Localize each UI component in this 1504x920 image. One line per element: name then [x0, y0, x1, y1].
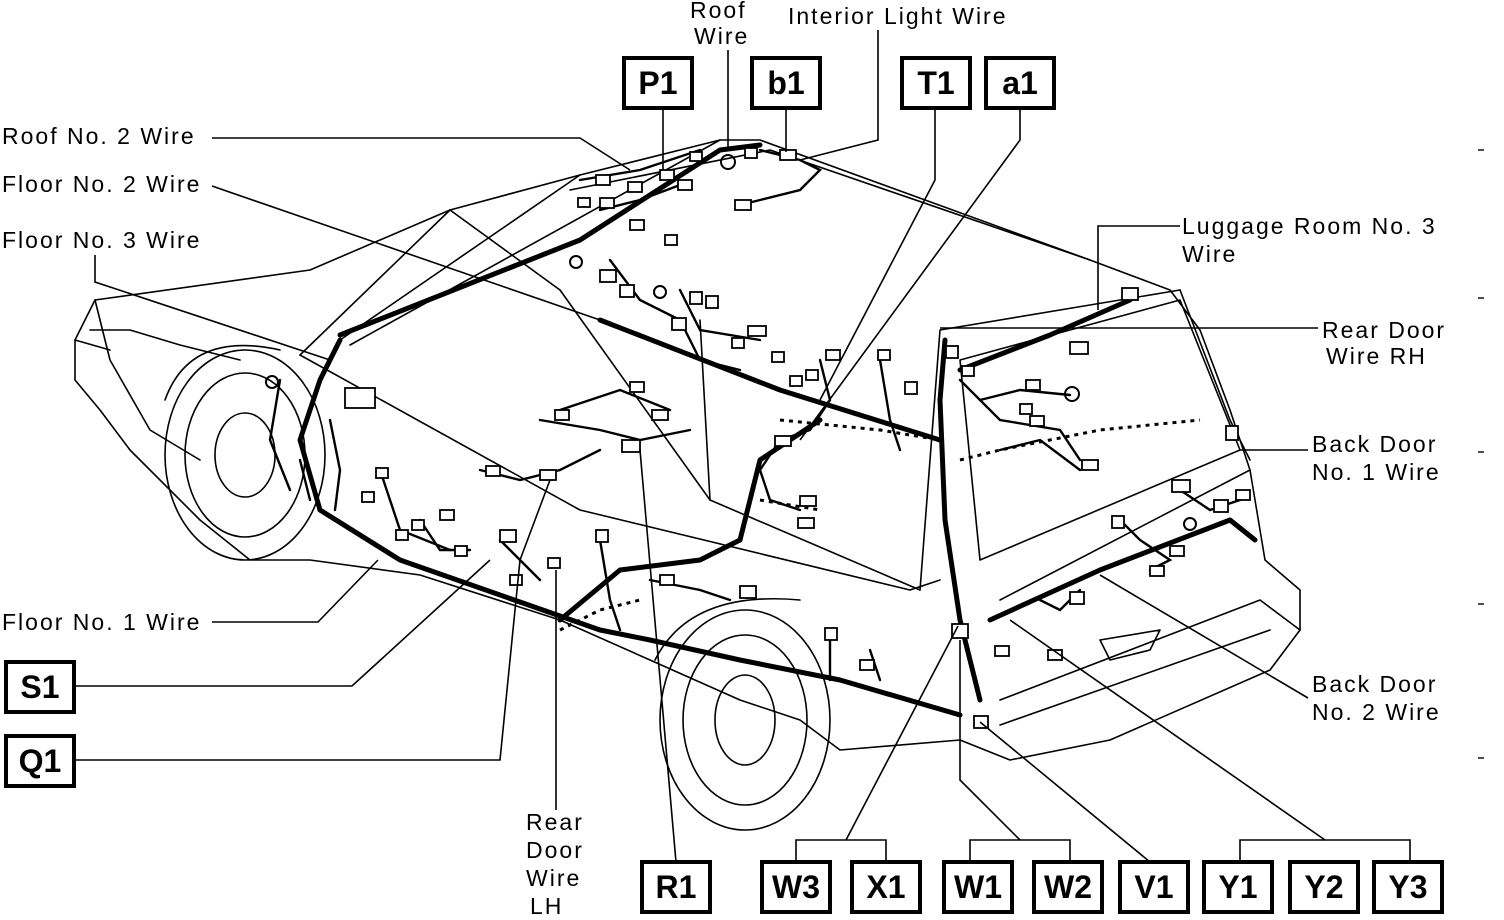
- label-interior-light-wire: Interior Light Wire: [788, 3, 1008, 29]
- label-luggage-room-no3-wire-2: Wire: [1182, 241, 1238, 267]
- label-back-door-no2-1: Back Door: [1312, 671, 1438, 697]
- connector-s1: S1: [4, 660, 76, 714]
- label-back-door-no1-1: Back Door: [1312, 431, 1438, 457]
- leader-back-door-no2: [1099, 574, 1309, 699]
- leader-v1: [979, 721, 1151, 863]
- leader-r1: [639, 449, 677, 863]
- label-rear-door-lh-1: Rear: [526, 809, 584, 835]
- car-body-outline: [74, 139, 1301, 761]
- connector-t1: T1: [900, 56, 972, 110]
- label-rear-door-rh-2: Wire RH: [1326, 343, 1427, 369]
- label-roof-no2-wire: Roof No. 2 Wire: [2, 123, 196, 149]
- leader-interior-light: [799, 30, 879, 161]
- label-floor-no3-wire: Floor No. 3 Wire: [2, 227, 202, 253]
- label-back-door-no1-2: No. 1 Wire: [1312, 459, 1441, 485]
- rear-pillar-run: [937, 337, 983, 703]
- connector-w3: W3: [760, 860, 832, 914]
- leader-a1: [799, 107, 1021, 441]
- connector-a1: a1: [984, 56, 1056, 110]
- label-floor-no2-wire: Floor No. 2 Wire: [2, 171, 202, 197]
- roof-wire-run: [337, 142, 763, 338]
- connector-y2: Y2: [1288, 860, 1360, 914]
- label-floor-no1-wire: Floor No. 1 Wire: [2, 609, 202, 635]
- label-luggage-room-no3-wire-1: Luggage Room No. 3: [1182, 213, 1437, 239]
- connector-w2: W2: [1032, 860, 1104, 914]
- leader-q1: [72, 479, 551, 761]
- connector-w1: W1: [942, 860, 1014, 914]
- label-roof-wire-2: Wire: [694, 23, 750, 49]
- back-door-run: [957, 297, 1133, 373]
- connector-v1: V1: [1118, 860, 1190, 914]
- connector-y3: Y3: [1372, 860, 1444, 914]
- connector-x1: X1: [850, 860, 922, 914]
- label-roof-wire-1: Roof: [690, 0, 747, 23]
- leader-roof-no2: [212, 137, 631, 171]
- label-rear-door-lh-4: LH: [530, 893, 564, 919]
- label-rear-door-rh-1: Rear Door: [1322, 317, 1447, 343]
- leader-w1-w2: [969, 839, 1071, 862]
- leader-floor-no1: [212, 559, 379, 623]
- leader-floor-no2: [211, 185, 601, 321]
- leader-s1: [72, 559, 491, 687]
- floor-no2-run: [597, 317, 943, 443]
- leader-y: [1239, 839, 1411, 862]
- connector-y1: Y1: [1202, 860, 1274, 914]
- leader-luggage-room: [1097, 225, 1180, 310]
- leader-w3-x1: [795, 839, 887, 862]
- connector-p1: P1: [622, 56, 694, 110]
- leader-t1: [819, 107, 936, 401]
- leader-floor-no3: [94, 255, 331, 361]
- label-rear-door-lh-3: Wire: [526, 865, 582, 891]
- floor-no1-run: [317, 507, 963, 718]
- connector-q1: Q1: [4, 734, 76, 788]
- label-back-door-no2-2: No. 2 Wire: [1312, 699, 1441, 725]
- back-door-lower-run: [987, 517, 1258, 623]
- connector-b1: b1: [750, 56, 822, 110]
- label-rear-door-lh-2: Door: [526, 837, 584, 863]
- connector-r1: R1: [640, 860, 712, 914]
